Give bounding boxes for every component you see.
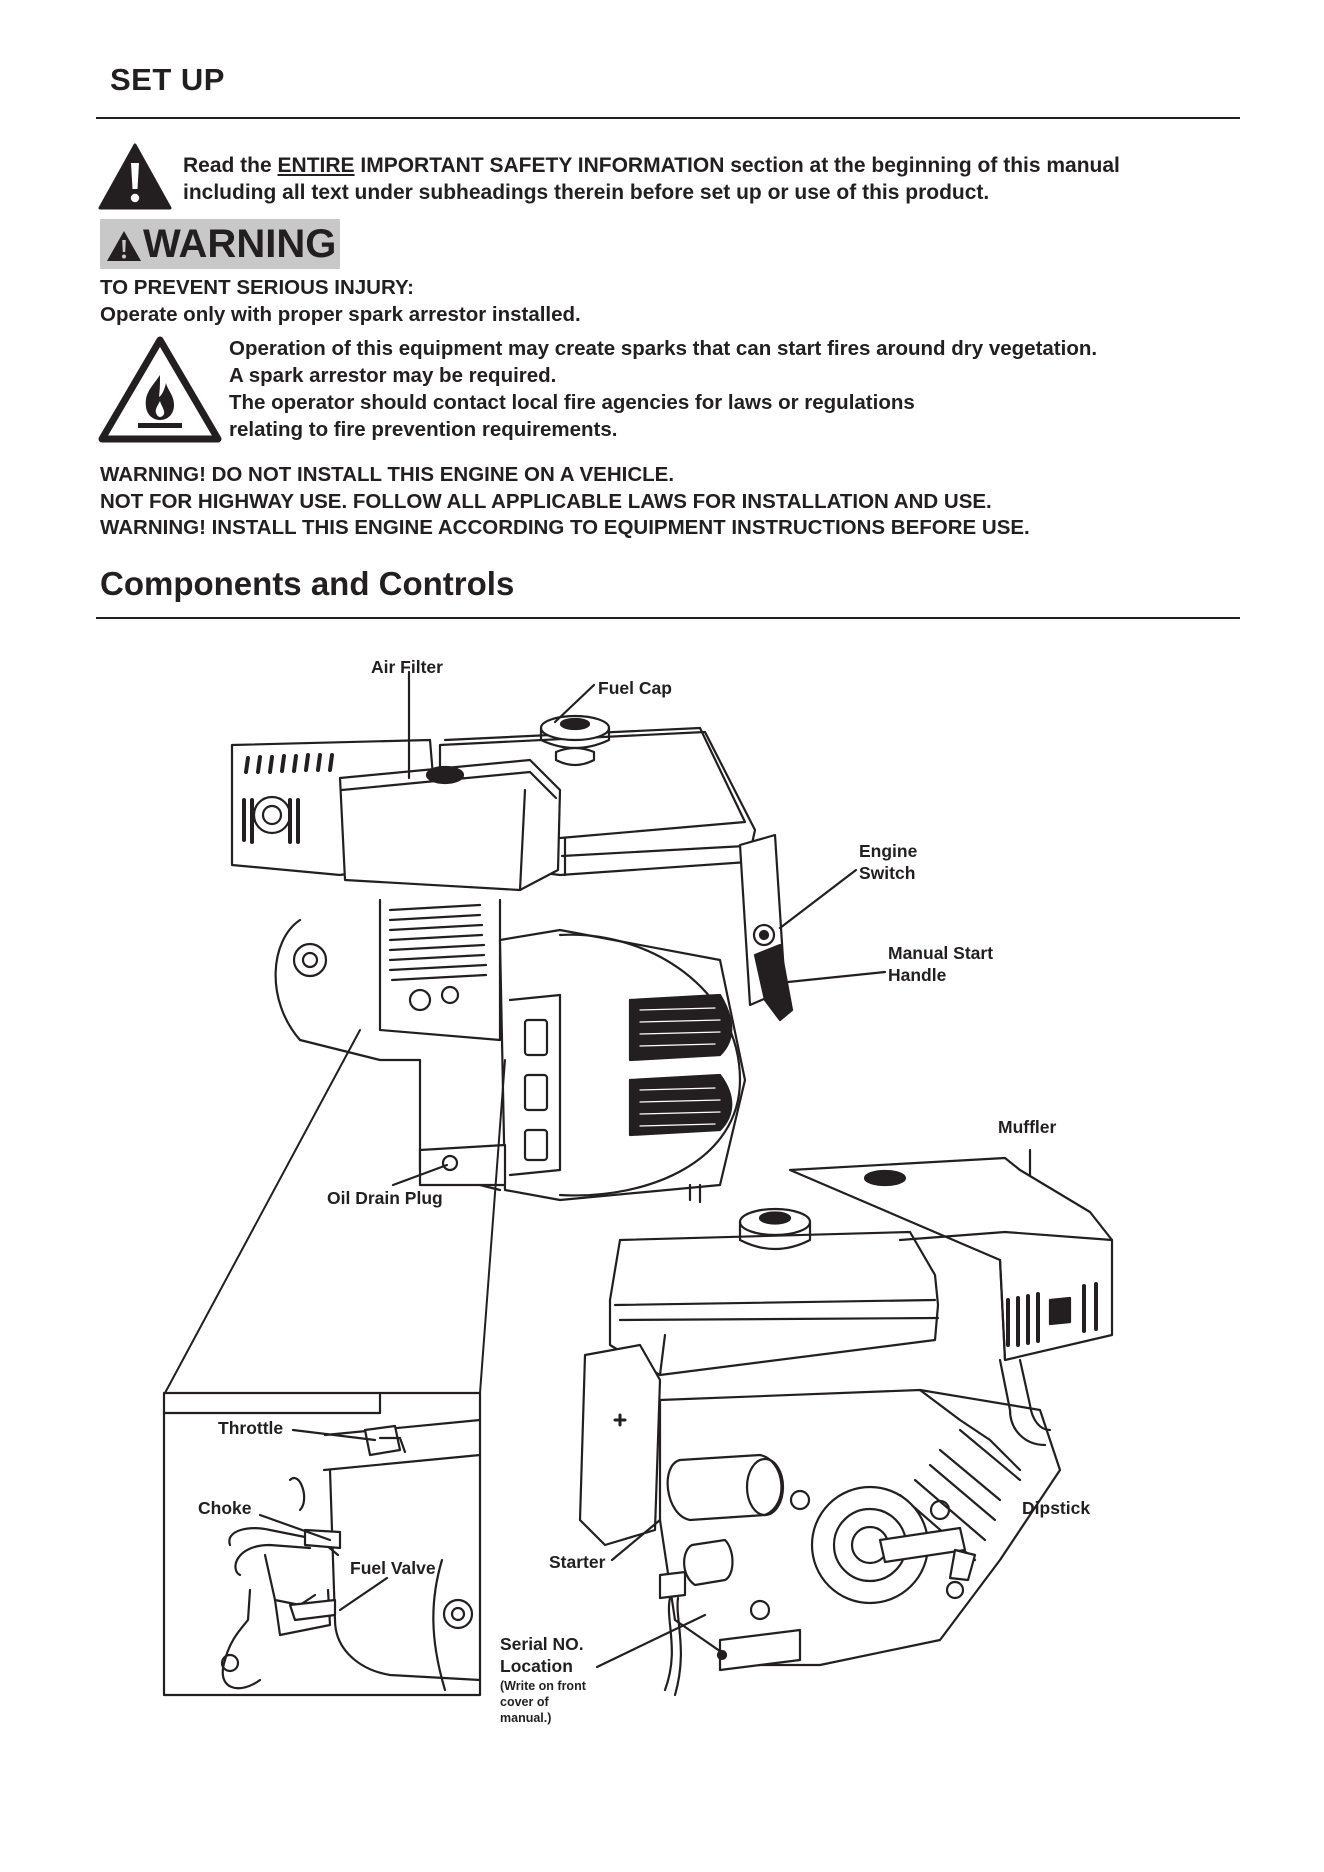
label-muffler: Muffler <box>998 1117 1057 1137</box>
label-choke: Choke <box>198 1498 252 1518</box>
fire-line4: relating to fire prevention requirements… <box>229 418 618 441</box>
installation-warnings: WARNING! DO NOT INSTALL THIS ENGINE ON A… <box>100 462 1030 542</box>
fire-line2: A spark arrestor may be required. <box>229 364 557 387</box>
title-divider <box>96 117 1240 119</box>
label-fuel-valve: Fuel Valve <box>350 1558 436 1578</box>
page-title: SET UP <box>110 62 225 97</box>
callout-lines-inset <box>258 1428 389 1612</box>
prevent-line2: Operate only with proper spark arrestor … <box>100 303 581 326</box>
warning-triangle-icon <box>107 231 141 262</box>
label-oil-drain-plug: Oil Drain Plug <box>327 1188 443 1208</box>
serial-note: (Write on front cover of manual.) <box>500 1678 586 1726</box>
warning-badge-text: WARNING <box>143 222 337 266</box>
prevent-line1: TO PREVENT SERIOUS INJURY: <box>100 276 415 299</box>
label-manual-start-2: Handle <box>888 965 947 985</box>
serial-note-3: manual.) <box>500 1711 552 1725</box>
label-manual-start-handle: Manual Start Handle <box>888 942 993 986</box>
fire-hazard-text: Operation of this equipment may create s… <box>229 335 1097 443</box>
label-serial-1: Serial NO. <box>500 1634 584 1654</box>
label-manual-start-1: Manual Start <box>888 943 994 963</box>
section-divider <box>96 617 1240 619</box>
intro-line2: including all text under subheadings the… <box>183 181 990 204</box>
fire-line1: Operation of this equipment may create s… <box>229 337 1098 360</box>
exclamation-triangle-icon <box>98 143 172 210</box>
intro-rest: IMPORTANT SAFETY INFORMATION section at … <box>354 154 1120 177</box>
label-throttle: Throttle <box>218 1418 284 1438</box>
fire-line3: The operator should contact local fire a… <box>229 391 915 414</box>
label-engine-switch-2: Switch <box>859 863 916 883</box>
warning-line1: WARNING! DO NOT INSTALL THIS ENGINE ON A… <box>100 463 675 486</box>
label-dipstick: Dipstick <box>1022 1498 1091 1518</box>
flame-triangle-icon <box>98 336 222 443</box>
lower-engine-drawing <box>578 1156 1114 1697</box>
label-engine-switch: Engine Switch <box>859 840 917 884</box>
label-serial-2: Location <box>500 1656 573 1676</box>
intro-emphasis: ENTIRE <box>277 154 355 177</box>
label-serial-location: Serial NO. Location <box>500 1633 584 1677</box>
warning-line2: NOT FOR HIGHWAY USE. FOLLOW ALL APPLICAB… <box>100 489 992 513</box>
serial-note-1: (Write on front <box>500 1679 586 1693</box>
label-fuel-cap: Fuel Cap <box>598 678 672 698</box>
label-starter: Starter <box>549 1552 606 1572</box>
callout-lines-lower <box>595 1518 707 1669</box>
upper-engine-drawing <box>230 714 794 1204</box>
intro-prefix: Read the <box>183 154 278 177</box>
controls-inset <box>162 1391 482 1697</box>
label-engine-switch-1: Engine <box>859 841 918 861</box>
warning-line3: WARNING! INSTALL THIS ENGINE ACCORDING T… <box>100 516 1030 539</box>
warning-badge: WARNING <box>100 219 340 269</box>
label-air-filter: Air Filter <box>371 657 443 677</box>
safety-intro: Read the ENTIRE IMPORTANT SAFETY INFORMA… <box>183 152 1120 206</box>
prevent-injury-text: TO PREVENT SERIOUS INJURY: Operate only … <box>100 274 581 328</box>
section-title: Components and Controls <box>100 565 515 602</box>
serial-note-2: cover of <box>500 1695 549 1709</box>
